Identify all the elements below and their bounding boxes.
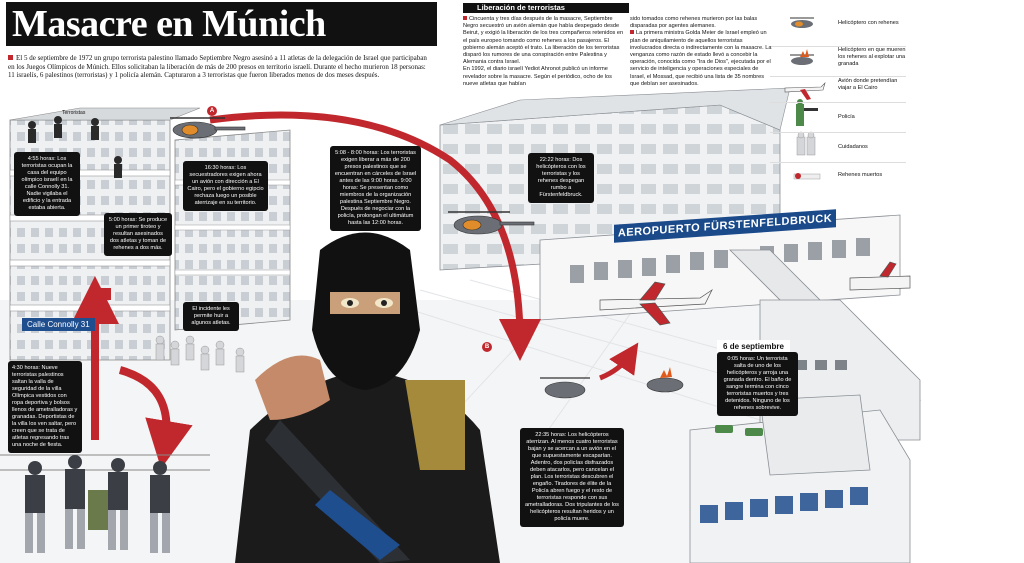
legend-divider [770, 46, 906, 47]
marker-a: A [207, 106, 217, 116]
page-title: Masacre en Múnich [6, 2, 437, 46]
article-column-1: Cincuenta y tres días después de la masa… [463, 16, 625, 88]
helicopter-b [448, 211, 535, 235]
helicopter-c [540, 377, 590, 399]
roof-terrorists [28, 116, 122, 178]
fence-terrorists [25, 455, 170, 553]
legend-divider [770, 76, 906, 77]
article-column-2: sido tomados como rehenes murieron por l… [630, 16, 772, 88]
bullet-square-icon [8, 55, 13, 60]
callout-0500: 5:00 horas: Se produce un primer tiroteo… [104, 213, 172, 256]
legend-dead-hostages: Rehenes muertos [838, 172, 883, 178]
legend-divider [770, 132, 906, 133]
callout-0455: 4:55 horas: Los terroristas ocupan la ca… [14, 152, 80, 216]
legend-helicopter-hostages: Helicóptero con rehenes [838, 20, 899, 26]
crowd-athletes [155, 335, 245, 373]
street-sign: Calle Connolly 31 [22, 318, 95, 331]
masked-terrorist-figure [235, 232, 500, 563]
legend-icons [784, 17, 826, 180]
callout-0508: 5:08 - 8:00 horas: Los terroristas exige… [330, 146, 421, 231]
callout-escape: El incidente les permite huir a algunos … [183, 302, 239, 331]
legend-helicopter-grenade: Helicóptero en que mueren los rehenes al… [838, 47, 906, 67]
article-col2-p2: La primera ministra Golda Meier de Israe… [630, 30, 772, 87]
legend-caretakers: Cuidadanos [838, 144, 868, 150]
callout-0430: 4:30 horas: Nueve terroristas palestinos… [8, 361, 82, 453]
marker-b: B [482, 342, 492, 352]
callout-2235: 22:35 horas: Los helicópteros aterrizan.… [520, 428, 624, 527]
legend-police: Policía [838, 114, 855, 120]
terrorists-label: Terroristas [62, 110, 86, 116]
article-col1-p1: Cincuenta y tres días después de la masa… [463, 16, 624, 66]
date-label: 6 de septiembre [717, 340, 790, 353]
legend-divider [770, 102, 906, 103]
callout-1630: 16:30 horas: Los secuestradores exigen a… [183, 161, 268, 211]
article-heading: Liberación de terroristas [463, 3, 629, 13]
legend-airplane: Avión donde pretendían viajar a El Cairo [838, 78, 898, 91]
residential-building [174, 129, 291, 331]
intro-paragraph: El 5 de septiembre de 1972 un grupo terr… [8, 54, 428, 80]
legend-divider [770, 162, 906, 163]
article-col1-p2: En 1992, el diario israelí Yediot Ahrono… [463, 66, 612, 87]
callout-2222: 22:22 horas: Dos helicópteros con los te… [528, 153, 594, 203]
callout-0005: 0:05 horas: Un terrorista salta de uno d… [717, 352, 798, 416]
airplane-runway [599, 281, 713, 326]
helicopter-a [170, 117, 246, 139]
intro-text: El 5 de septiembre de 1972 un grupo terr… [8, 54, 427, 80]
helicopter-burning [646, 367, 684, 393]
rooftop-police [715, 425, 763, 436]
article-col2-p1: sido tomados como rehenes murieron por l… [630, 16, 758, 30]
bullet-square-icon [463, 16, 467, 20]
airplane-parked [849, 261, 911, 291]
bullet-square-icon [630, 30, 634, 35]
